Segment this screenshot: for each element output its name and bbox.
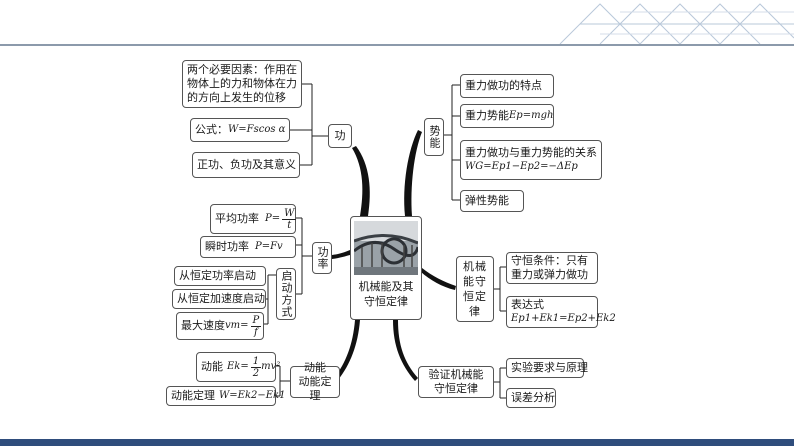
instant-power-box: 瞬时功率 P=Fv [200, 236, 296, 258]
branch-verify-label: 验证机械能 守恒定律 [428, 368, 484, 395]
kinetic-energy-formula-right: mv² [261, 361, 281, 372]
branch-potential-label: 势能 [428, 125, 441, 149]
header-decoration [559, 3, 794, 44]
branch-work: 功 [328, 124, 352, 148]
branch-power: 功率 [312, 242, 332, 274]
work-formula: W=Fscos α [228, 124, 286, 135]
kinetic-theorem-formula: W=Ek2−Ek1 [219, 390, 286, 401]
kinetic-theorem-box: 动能定理 W=Ek2−Ek1 [166, 386, 285, 406]
max-speed-label: 最大速度 [181, 319, 225, 332]
max-speed-formula-left: vm= [225, 320, 249, 331]
instant-power-label: 瞬时功率 [205, 240, 249, 253]
roller-coaster-image [354, 221, 418, 275]
elastic-potential-box: 弹性势能 [460, 190, 524, 212]
branch-verify: 验证机械能 守恒定律 [418, 366, 494, 398]
gravity-work-feature-text: 重力做功的特点 [465, 79, 542, 92]
work-factors-box: 两个必要因素：作用在物体上的力和物体在力的方向上发生的位移 [182, 60, 302, 108]
footer-bar [0, 439, 794, 446]
instant-power-formula: P=Fv [255, 241, 283, 252]
kinetic-energy-box: 动能 Ek= 1 2 mv² [196, 352, 280, 382]
gravity-potential-formula: Ep=mgh [509, 110, 554, 121]
constant-accel-start-text: 从恒定加速度启动 [177, 292, 265, 305]
gravity-potential-label: 重力势能 [465, 109, 509, 122]
average-power-label: 平均功率 [215, 212, 259, 225]
experiment-requirement-text: 实验要求与原理 [511, 361, 588, 374]
constant-accel-start-box: 从恒定加速度启动 [172, 289, 266, 309]
elastic-potential-text: 弹性势能 [465, 194, 509, 207]
conservation-expression-formula: Ep1+Ek1=Ep2+Ek2 [511, 313, 616, 324]
conservation-condition-box: 守恒条件：只有重力或弹力做功 [506, 252, 598, 284]
center-node: 机械能及其 守恒定律 [350, 216, 422, 320]
branch-kinetic-label: 动能 动能定理 [298, 361, 332, 402]
work-sign-box: 正功、负功及其意义 [192, 152, 300, 178]
conservation-expression-text: 表达式 [511, 298, 544, 311]
constant-power-start-text: 从恒定功率启动 [179, 269, 256, 282]
startup-modes: 启动方式 [276, 268, 296, 320]
max-speed-numerator: P [250, 314, 262, 327]
branch-power-label: 功率 [316, 246, 329, 270]
gravity-potential-box: 重力势能 Ep=mgh [460, 104, 554, 128]
average-power-box: 平均功率 P= W t [210, 204, 297, 234]
conservation-expression-box: 表达式 Ep1+Ek1=Ep2+Ek2 [506, 296, 616, 328]
branch-potential: 势能 [424, 118, 444, 156]
max-speed-denominator: f [254, 326, 258, 338]
kinetic-theorem-label: 动能定理 [171, 389, 215, 402]
kinetic-energy-numerator: 1 [250, 355, 262, 368]
gravity-work-feature-box: 重力做功的特点 [460, 74, 554, 98]
kinetic-energy-fraction: 1 2 [250, 355, 262, 379]
work-factors-text: 两个必要因素：作用在物体上的力和物体在力的方向上发生的位移 [187, 63, 297, 104]
average-power-numerator: W [282, 207, 297, 220]
max-speed-box: 最大速度 vm= P f [176, 312, 264, 340]
average-power-fraction: W t [282, 207, 297, 231]
error-analysis-text: 误差分析 [511, 391, 555, 404]
kinetic-energy-denominator: 2 [252, 367, 260, 379]
work-formula-box: 公式： W=Fscos α [190, 118, 290, 142]
kinetic-energy-formula-left: Ek= [227, 361, 249, 372]
branch-work-label: 功 [334, 129, 346, 142]
error-analysis-box: 误差分析 [506, 388, 556, 408]
work-sign-text: 正功、负功及其意义 [197, 158, 296, 171]
max-speed-fraction: P f [250, 314, 262, 338]
average-power-formula-left: P= [265, 213, 281, 224]
experiment-requirement-box: 实验要求与原理 [506, 358, 588, 378]
header-divider [0, 44, 794, 46]
kinetic-energy-label: 动能 [201, 360, 223, 373]
work-energy-relation-text: 重力做功与重力势能的关系 [465, 146, 597, 159]
work-formula-label: 公式： [195, 123, 228, 136]
branch-kinetic: 动能 动能定理 [290, 361, 340, 402]
constant-power-start-box: 从恒定功率启动 [174, 266, 266, 286]
startup-modes-label: 启动方式 [280, 270, 293, 318]
branch-conservation: 机械能守恒定律 [456, 256, 494, 322]
work-energy-relation-formula: WG=Ep1−Ep2=−ΔEp [465, 161, 578, 172]
work-energy-relation-box: 重力做功与重力势能的关系 WG=Ep1−Ep2=−ΔEp [460, 140, 602, 180]
center-title: 机械能及其 守恒定律 [358, 280, 414, 308]
average-power-denominator: t [287, 219, 292, 231]
branch-conservation-label: 机械能守恒定律 [463, 260, 487, 318]
conservation-condition-text: 守恒条件：只有重力或弹力做功 [511, 254, 588, 281]
